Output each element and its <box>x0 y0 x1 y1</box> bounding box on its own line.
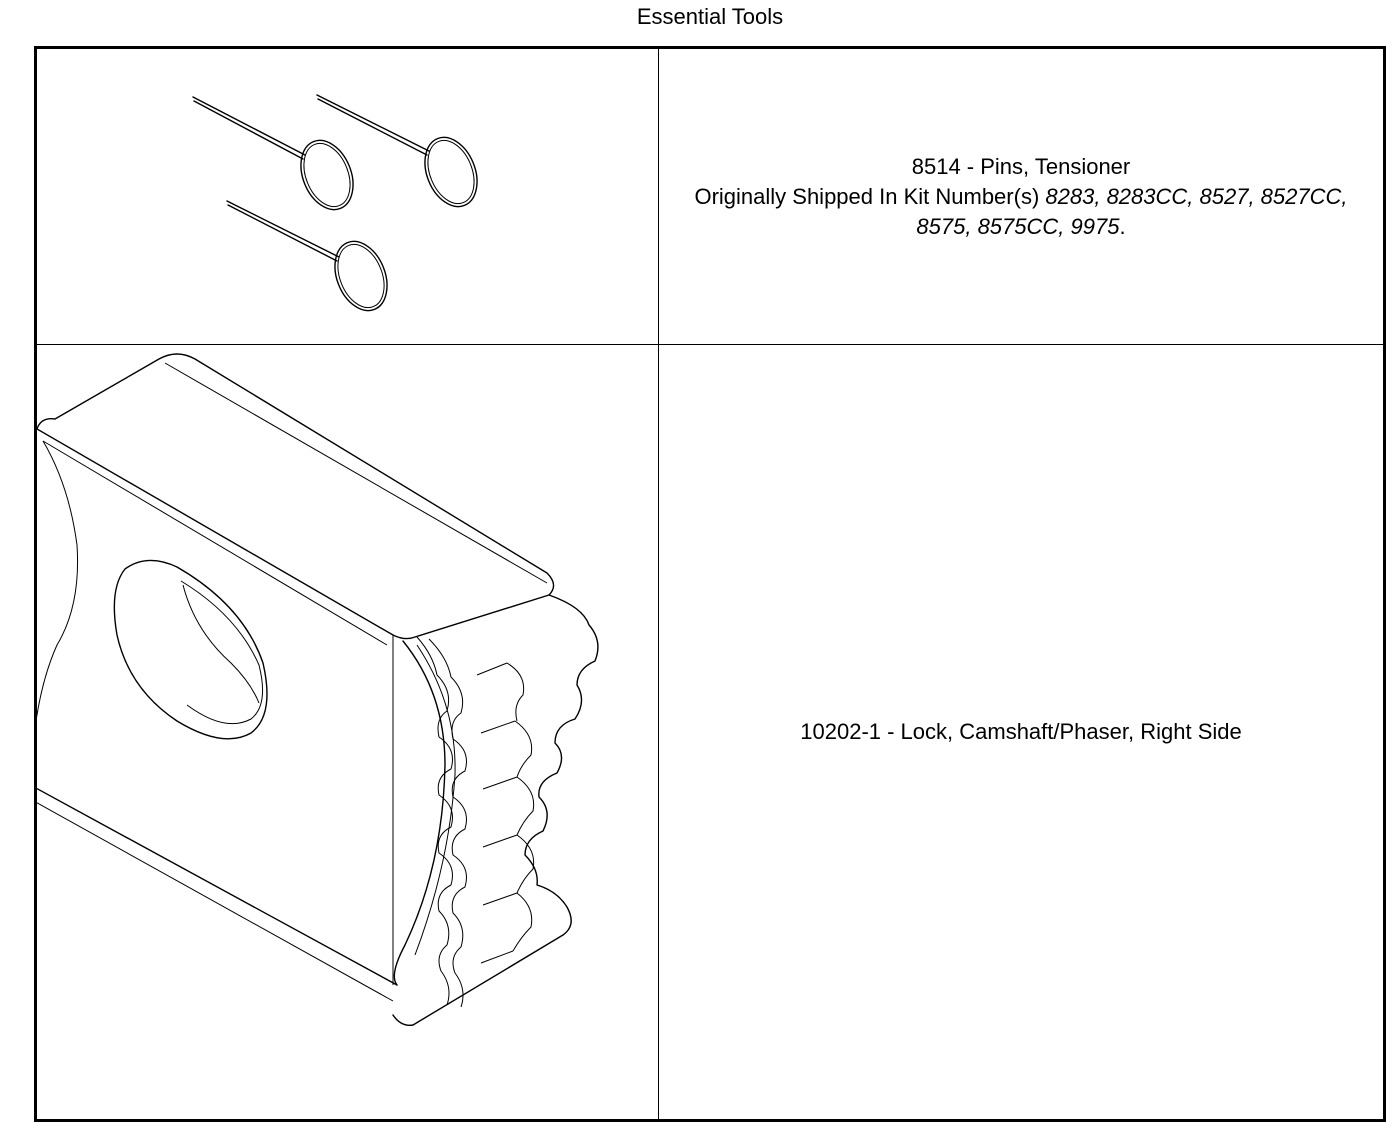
tensioner-pin-3 <box>226 200 388 312</box>
tool-id-name: 8514 - Pins, Tensioner <box>911 153 1131 179</box>
tool-description-cell-1: 8514 - Pins, Tensioner Originally Shippe… <box>659 49 1383 345</box>
tool-description-cell-2: 10202-1 - Lock, Camshaft/Phaser, Right S… <box>659 345 1383 1119</box>
tool-description-10202-1: 10202-1 - Lock, Camshaft/Phaser, Right S… <box>691 717 1351 747</box>
kit-suffix: . <box>1119 213 1126 239</box>
tensioner-pin-1 <box>192 96 354 211</box>
camshaft-lock-body <box>37 353 599 1026</box>
tools-table: 8514 - Pins, Tensioner Originally Shippe… <box>34 46 1386 1122</box>
tool-description-8514: 8514 - Pins, Tensioner Originally Shippe… <box>691 152 1351 242</box>
page-title: Essential Tools <box>636 4 784 29</box>
kit-list: Originally Shipped In Kit Number(s) 8283… <box>691 182 1351 242</box>
tensioner-pins-illustration <box>192 94 478 312</box>
kit-prefix: Originally Shipped In Kit Number(s) <box>694 183 1040 209</box>
tool-image-cell-1 <box>37 49 659 345</box>
tool-id-name: 10202-1 - Lock, Camshaft/Phaser, Right S… <box>800 719 1242 744</box>
tool-image-cell-2 <box>37 345 659 1119</box>
kit-numbers: 8283, 8283CC, 8527, 8527CC, 8575, 8575CC… <box>916 183 1348 239</box>
camshaft-lock-illustration <box>37 353 599 1026</box>
tensioner-pin-2 <box>316 94 478 208</box>
